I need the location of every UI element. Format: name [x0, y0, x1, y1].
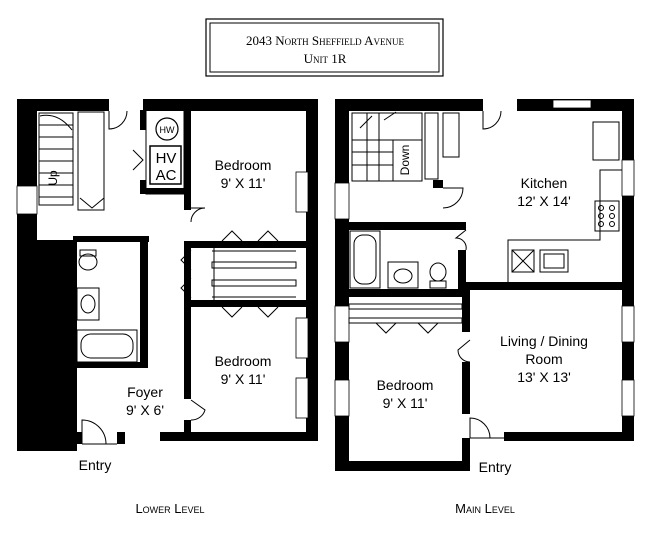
foyer-size: 9' X 6' — [126, 402, 164, 418]
title-box: 2043 North Sheffield Avenue Unit 1R — [205, 18, 444, 77]
address-title: 2043 North Sheffield Avenue — [246, 33, 404, 48]
dishwasher-icon — [511, 249, 535, 273]
kitchen-size: 12' X 14' — [517, 193, 571, 209]
lower-bedroom-1-size: 9' X 11' — [221, 175, 266, 191]
lower-level-label: Lower Level — [135, 501, 204, 516]
lower-room-labels: Bedroom 9' X 11' Bedroom 9' X 11' Foyer … — [126, 157, 271, 418]
refrigerator-icon — [592, 121, 620, 161]
main-bath-fixtures — [349, 230, 447, 289]
hvac-closet: HW HV AC — [145, 109, 185, 195]
main-bedroom-size: 9' X 11' — [383, 395, 428, 411]
lower-bath-fixtures — [76, 249, 138, 363]
lower-level-plan: Up HW HV AC Bedr — [16, 99, 318, 516]
lower-bedroom-2-name: Bedroom — [215, 353, 272, 369]
main-interior-walls — [349, 180, 622, 414]
bathtub-icon — [76, 329, 138, 363]
main-room-labels: Kitchen 12' X 14' Living / Dining Room 1… — [377, 175, 588, 411]
lower-doors — [81, 110, 206, 445]
lower-bedroom-1-name: Bedroom — [215, 157, 272, 173]
bathtub-icon — [349, 230, 381, 289]
stair-down-label: Down — [398, 145, 412, 176]
lower-windows — [16, 171, 309, 419]
living-dining-name-2: Room — [525, 351, 562, 367]
lower-closet-doors — [180, 230, 279, 318]
sink-icon — [76, 287, 100, 321]
toilet-tank-icon — [429, 280, 447, 289]
unit-title: Unit 1R — [304, 51, 347, 66]
lower-stair — [38, 111, 105, 211]
water-heater-icon — [155, 117, 179, 141]
lower-entry-label: Entry — [79, 457, 112, 473]
water-heater-label: HW — [160, 125, 175, 135]
toilet-icon — [429, 262, 447, 282]
living-dining-size: 13' X 13' — [517, 369, 571, 385]
main-level-label: Main Level — [455, 501, 515, 516]
living-dining-name-1: Living / Dining — [500, 333, 588, 349]
main-entry-label: Entry — [479, 459, 512, 475]
hvac-label-bottom: AC — [156, 167, 177, 184]
sink-icon — [387, 261, 419, 289]
kitchen-sink-icon — [539, 249, 569, 273]
toilet-icon — [78, 253, 98, 271]
lower-interior-walls — [73, 110, 308, 434]
lower-bedroom-2-size: 9' X 11' — [221, 371, 266, 387]
main-bedroom-name: Bedroom — [377, 377, 434, 393]
main-stair — [351, 111, 460, 182]
toilet-tank-icon — [79, 249, 97, 257]
kitchen-name: Kitchen — [521, 175, 568, 191]
main-doors — [442, 110, 504, 439]
foyer-name: Foyer — [127, 384, 163, 400]
main-closet — [348, 303, 463, 334]
hvac-label-top: HV — [156, 150, 177, 167]
lower-closet — [211, 248, 297, 300]
stair-up-label: Up — [46, 170, 60, 186]
main-windows — [334, 99, 635, 417]
main-level-plan: Down — [334, 99, 635, 516]
kitchen-fixtures — [507, 121, 622, 282]
stove-icon — [594, 200, 620, 232]
lower-exterior-walls — [17, 99, 318, 451]
